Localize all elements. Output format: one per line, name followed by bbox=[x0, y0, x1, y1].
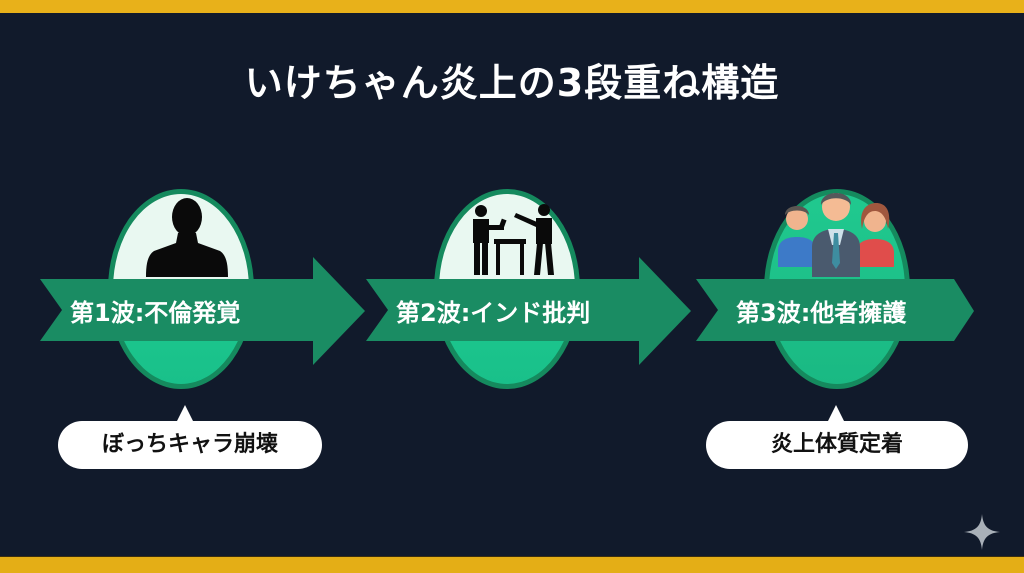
stage-3-label: 第3波:他者擁護 bbox=[736, 299, 907, 327]
stage-2: 第2波:インド批判 bbox=[366, 185, 696, 400]
stage-3: 第3波:他者擁護 bbox=[696, 185, 1024, 400]
two-people-pointing-icon bbox=[473, 204, 554, 275]
diagram-title: いけちゃん炎上の3段重ね構造 bbox=[244, 61, 780, 105]
top-accent-bar bbox=[0, 0, 1024, 13]
sparkle-icon bbox=[964, 514, 1000, 550]
stage-1: 第1波:不倫発覚 bbox=[40, 185, 370, 400]
callout-stage-3: 炎上体質定着 bbox=[706, 405, 968, 469]
group-of-people-icon bbox=[778, 193, 894, 277]
stage-3-arrow-banner: 第3波:他者擁護 bbox=[696, 257, 1024, 367]
callout-stage-1: ぼっちキャラ崩壊 bbox=[58, 405, 322, 469]
stage-2-arrow-banner: 第2波:インド批判 bbox=[366, 257, 696, 367]
bottom-accent-bar bbox=[0, 556, 1024, 573]
stage-1-arrow-banner: 第1波:不倫発覚 bbox=[40, 257, 370, 367]
person-silhouette-icon bbox=[146, 198, 228, 277]
stage-1-label: 第1波:不倫発覚 bbox=[70, 299, 241, 327]
stage-2-label: 第2波:インド批判 bbox=[396, 299, 591, 327]
